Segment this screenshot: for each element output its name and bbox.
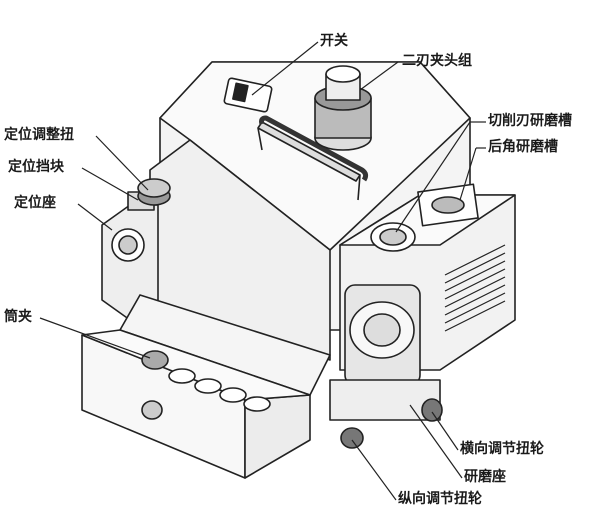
label-relief-angle-groove: 后角研磨槽: [488, 139, 558, 155]
label-two-flute-chuck: 二刃夹头组: [402, 53, 472, 69]
collet-item: [141, 350, 169, 370]
label-lateral-knob: 横向调节扭轮: [460, 441, 544, 457]
label-positioning-seat: 定位座: [14, 195, 56, 211]
leader-grinding-seat: [409, 404, 463, 479]
longitudinal-adjust-knob: [340, 427, 364, 449]
label-collet: 筒夹: [4, 309, 32, 325]
leader-lateral: [431, 411, 459, 451]
drawer-pull-knob: [141, 400, 163, 420]
leader-chuck: [359, 61, 399, 91]
label-cutting-edge-groove: 切削刃研磨槽: [488, 113, 572, 129]
lateral-adjust-knob: [421, 398, 443, 422]
label-switch: 开关: [320, 33, 348, 49]
leader-collet: [39, 317, 151, 359]
leader-pos-knob: [95, 135, 149, 191]
leader-pos-stop: [81, 167, 139, 201]
label-longitudinal-knob: 纵向调节扭轮: [398, 491, 482, 507]
leader-longitudinal: [351, 439, 397, 501]
label-grinding-seat: 研磨座: [464, 469, 506, 485]
carry-handle: [257, 121, 361, 201]
label-positioning-stop: 定位挡块: [8, 159, 64, 175]
label-positioning-knob: 定位调整扭: [4, 127, 74, 143]
leader-switch: [251, 41, 319, 96]
leader-pos-seat: [77, 203, 113, 231]
